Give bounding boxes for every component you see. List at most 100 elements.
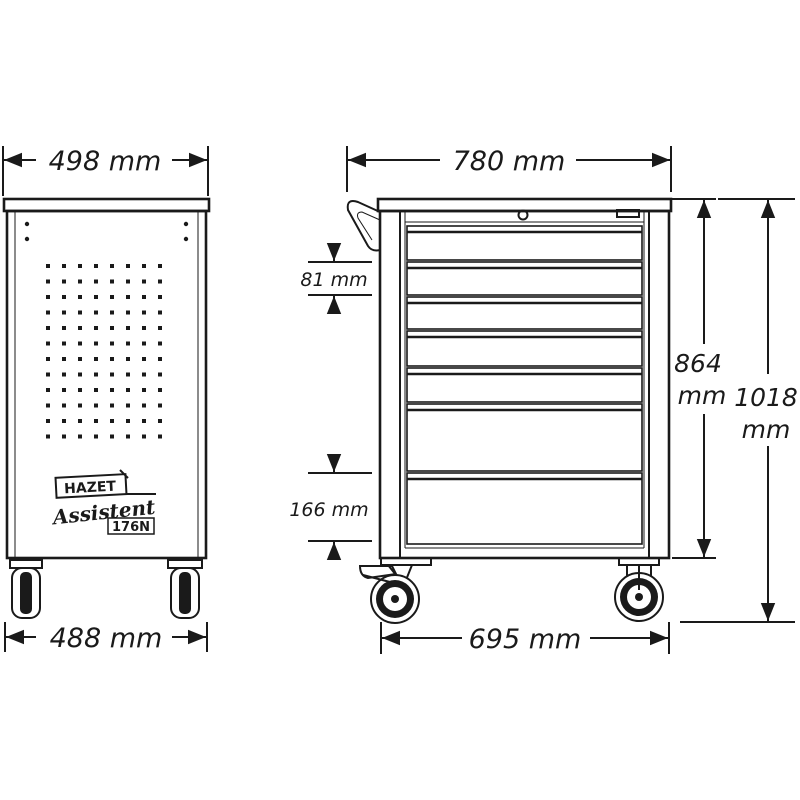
perforation-hole (110, 326, 114, 330)
perforation-hole (126, 279, 130, 284)
front-left-braked-caster (358, 557, 432, 624)
side-bottom-width-dimension: 488 mm (4, 622, 208, 654)
side-left-caster (9, 559, 43, 619)
perforation-hole (110, 341, 114, 346)
perforation-hole (46, 434, 50, 439)
perforation-hole (142, 434, 146, 439)
drawer-stack (406, 225, 643, 545)
perforation-hole (110, 403, 114, 408)
perforation-hole (78, 357, 82, 361)
perforation-hole (46, 403, 50, 408)
perforation-hole (62, 388, 66, 392)
body-height-unit: mm (678, 381, 727, 410)
perforation-hole (94, 403, 98, 408)
perforation-hole (126, 357, 130, 361)
perforation-hole (94, 388, 98, 392)
perforation-hole (94, 279, 98, 284)
side-handle (346, 200, 381, 252)
large-drawer-height-dimension: 166 mm (289, 454, 372, 560)
front-right-caster (614, 557, 664, 622)
perforation-hole (126, 264, 130, 268)
perforation-hole (110, 388, 114, 392)
perforation-hole (62, 434, 66, 439)
perforation-hole (94, 295, 98, 299)
perforation-hole (110, 419, 114, 423)
drawer (406, 225, 643, 261)
perforation-hole (62, 310, 66, 315)
perforation-hole (78, 264, 82, 268)
perforation-hole (46, 341, 50, 346)
perforation-hole (94, 372, 98, 377)
screw-icon (24, 236, 30, 242)
perforation-hole (126, 341, 130, 346)
side-perforation-grid (46, 264, 162, 439)
perforation-hole (158, 341, 162, 346)
perforation-hole (142, 279, 146, 284)
drawer (406, 472, 643, 545)
perforation-hole (110, 310, 114, 315)
hazet-assistent-logo: HAZET Assistent 176N (50, 469, 157, 535)
side-top-width-label: 498 mm (49, 146, 162, 177)
perforation-hole (46, 419, 50, 423)
perforation-hole (46, 357, 50, 361)
screw-icon (24, 221, 30, 227)
drawer (406, 367, 643, 403)
perforation-hole (78, 279, 82, 284)
side-worktop (2, 197, 211, 213)
perforation-hole (142, 388, 146, 392)
side-bottom-width-label: 488 mm (50, 623, 163, 654)
perforation-hole (142, 419, 146, 423)
body-height-value: 864 (674, 349, 722, 378)
perforation-hole (78, 341, 82, 346)
perforation-hole (142, 295, 146, 299)
front-top-width-dimension: 780 mm (346, 146, 672, 192)
perforation-hole (158, 372, 162, 377)
perforation-hole (62, 403, 66, 408)
perforation-hole (126, 419, 130, 423)
perforation-hole (78, 326, 82, 330)
perforation-hole (94, 310, 98, 315)
perforation-hole (62, 326, 66, 330)
perforation-hole (46, 326, 50, 330)
perforation-hole (62, 279, 66, 284)
perforation-hole (158, 295, 162, 299)
perforation-hole (62, 419, 66, 423)
perforation-hole (158, 279, 162, 284)
perforation-hole (110, 279, 114, 284)
side-right-caster (167, 559, 203, 619)
perforation-hole (78, 388, 82, 392)
front-top-width-label: 780 mm (453, 146, 566, 177)
perforation-hole (142, 341, 146, 346)
perforation-hole (126, 372, 130, 377)
perforation-hole (62, 264, 66, 268)
drawer (406, 261, 643, 296)
perforation-hole (78, 419, 82, 423)
total-height-dimension: 1018 mm (680, 198, 798, 623)
perforation-hole (142, 357, 146, 361)
small-drawer-height-label: 81 mm (300, 269, 367, 291)
front-view: 780 mm (289, 146, 798, 655)
perforation-hole (78, 434, 82, 439)
perforation-hole (158, 310, 162, 315)
total-height-unit: mm (742, 415, 791, 444)
drawer (406, 330, 643, 367)
perforation-hole (142, 403, 146, 408)
total-height-value: 1018 (734, 383, 798, 412)
front-body (378, 209, 671, 560)
badge-plate (616, 209, 640, 218)
perforation-hole (78, 372, 82, 377)
side-view: 498 mm HAZET Assistent 176N (2, 146, 211, 654)
model-lettering: 176N (112, 520, 150, 535)
perforation-hole (110, 434, 114, 439)
screw-icon (183, 221, 189, 227)
perforation-hole (94, 264, 98, 268)
perforation-hole (142, 310, 146, 315)
perforation-hole (126, 310, 130, 315)
perforation-hole (94, 419, 98, 423)
drawer (406, 403, 643, 472)
front-bottom-width-label: 695 mm (469, 624, 582, 655)
perforation-hole (126, 403, 130, 408)
perforation-hole (62, 295, 66, 299)
perforation-hole (158, 326, 162, 330)
perforation-hole (110, 372, 114, 377)
